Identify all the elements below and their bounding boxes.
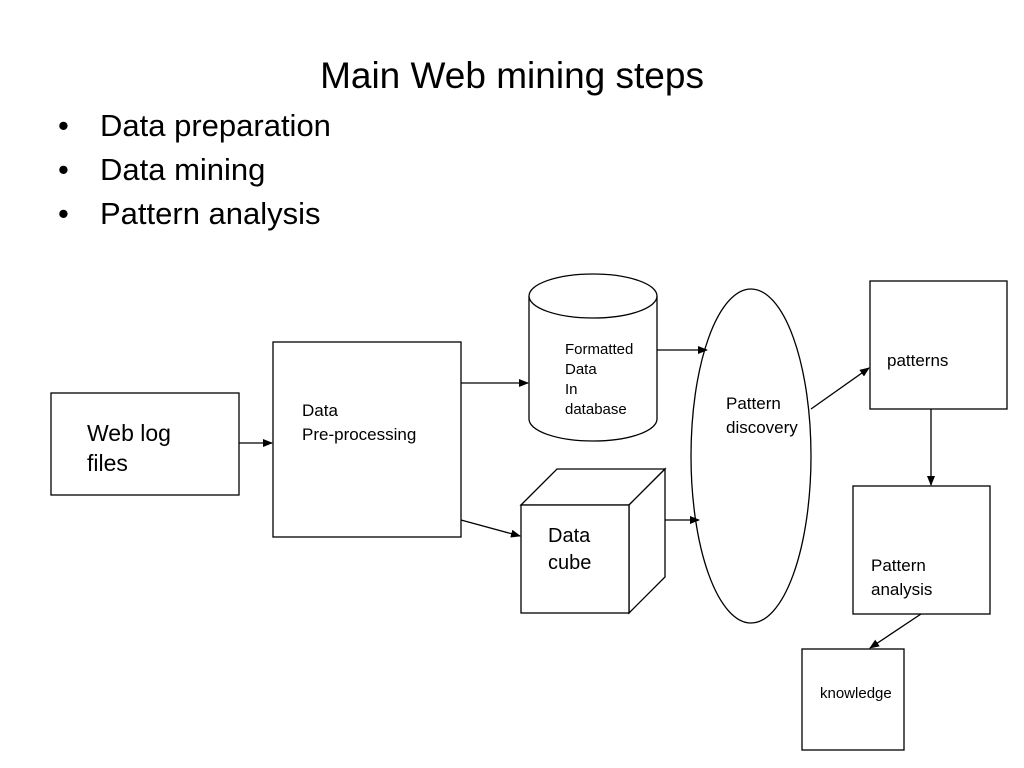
database-cylinder-shape (528, 273, 658, 442)
patterns-box (869, 280, 1008, 410)
bullet-marker: • (58, 196, 69, 231)
bullet-marker: • (58, 152, 69, 187)
data-cube-shape (519, 467, 667, 615)
arrow-discovery-to-patterns (810, 367, 870, 410)
bullet-item: • Data preparation (58, 104, 331, 148)
arrow-analysis-to-knowledge (869, 613, 922, 649)
knowledge-box (801, 648, 905, 751)
knowledge-label: knowledge (820, 685, 892, 702)
data-cube-label: Data cube (548, 525, 592, 574)
bullet-text: Data mining (100, 152, 266, 187)
bullet-list: • Data preparation • Data mining • Pattern … (58, 104, 331, 236)
bullet-text: Data preparation (100, 108, 331, 143)
bullet-text: Pattern analysis (100, 196, 321, 231)
web-log-files-label: Web log files (87, 420, 171, 476)
data-preprocessing-box (272, 341, 462, 538)
slide-title: Main Web mining steps (320, 55, 704, 96)
pattern-analysis-box (852, 485, 991, 615)
pattern-discovery-label: Pattern discovery (726, 394, 798, 437)
pattern-discovery-ellipse (690, 288, 812, 624)
web-log-files-box (50, 392, 240, 496)
data-preprocessing-label: Data Pre-processing (302, 401, 417, 444)
formatted-data-label: Formatted Data In database (565, 341, 634, 418)
bullet-item: • Data mining (58, 148, 331, 192)
arrow-preprocessing-to-cube (460, 519, 521, 538)
patterns-label: patterns (887, 351, 949, 370)
bullet-item: • Pattern analysis (58, 192, 331, 236)
pattern-analysis-label: Pattern analysis (871, 556, 933, 599)
bullet-marker: • (58, 108, 69, 143)
